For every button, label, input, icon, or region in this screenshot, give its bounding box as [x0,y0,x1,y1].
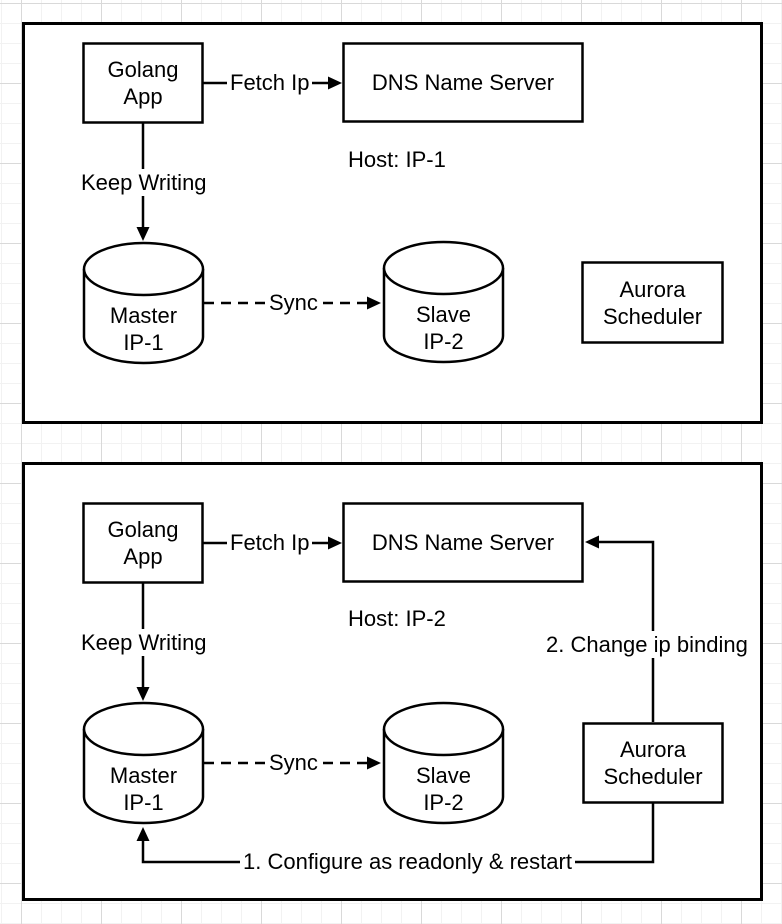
diagram2-keep-writing-label: Keep Writing [78,629,210,656]
diagram2-group [22,462,763,901]
diagram2-slave-cylinder [382,701,505,825]
diagram1-host-text: Host: IP-1 [348,147,446,172]
diagram1-master-label: Master IP-1 [109,303,178,355]
diagram1-golang-app-label: Golang App [107,57,179,109]
diagram2-aurora-scheduler-label: Aurora Scheduler [603,737,703,789]
diagram1-fetch-ip-arrowhead [328,76,342,90]
diagram2-change-ip-edge [599,540,655,722]
diagram2-slave-label: Slave IP-2 [415,763,472,815]
diagram2-aurora-scheduler-box [582,722,724,804]
diagram2-configure-label: 1. Configure as readonly & restart [240,848,575,875]
diagram2-fetch-ip-label: Fetch Ip [227,529,313,556]
diagram1-fetch-ip-label: Fetch Ip [227,69,313,96]
diagram1-sync-arrowhead [367,296,381,310]
diagram2-dns-server-label: DNS Name Server [371,530,555,555]
diagram1-keep-writing-label: Keep Writing [78,169,210,196]
diagram2-dns-server-box [342,502,584,583]
diagram1-group [22,22,763,424]
diagram2-sync-arrowhead [367,756,381,770]
diagram1-aurora-scheduler-box [581,261,724,344]
diagram2-configure-arrowhead [136,827,150,841]
diagram1-sync-label: Sync [266,289,321,316]
diagram1-golang-app-box [82,42,204,124]
diagram2-host-text: Host: IP-2 [348,606,446,631]
diagram1-aurora-scheduler-label: Aurora Scheduler [602,276,703,329]
diagram1-master-cylinder [82,241,205,365]
diagram2-change-ip-arrowhead [585,535,599,549]
diagram2-sync-label: Sync [266,749,321,776]
diagram1-keep-writing-arrowhead [136,227,150,241]
diagram2-master-cylinder [82,701,205,825]
diagram2-fetch-ip-arrowhead [328,536,342,550]
diagram2-keep-writing-arrowhead [136,687,150,701]
diagram1-dns-server-label: DNS Name Server [371,70,555,95]
diagram1-dns-server-box [342,42,584,123]
diagram1-slave-label: Slave IP-2 [415,302,472,354]
diagram2-change-ip-label: 2. Change ip binding [543,631,751,658]
diagram2-golang-app-box [82,502,204,584]
diagram2-golang-app-label: Golang App [107,517,179,569]
diagram1-slave-cylinder [382,240,505,364]
diagram2-master-label: Master IP-1 [109,763,178,815]
